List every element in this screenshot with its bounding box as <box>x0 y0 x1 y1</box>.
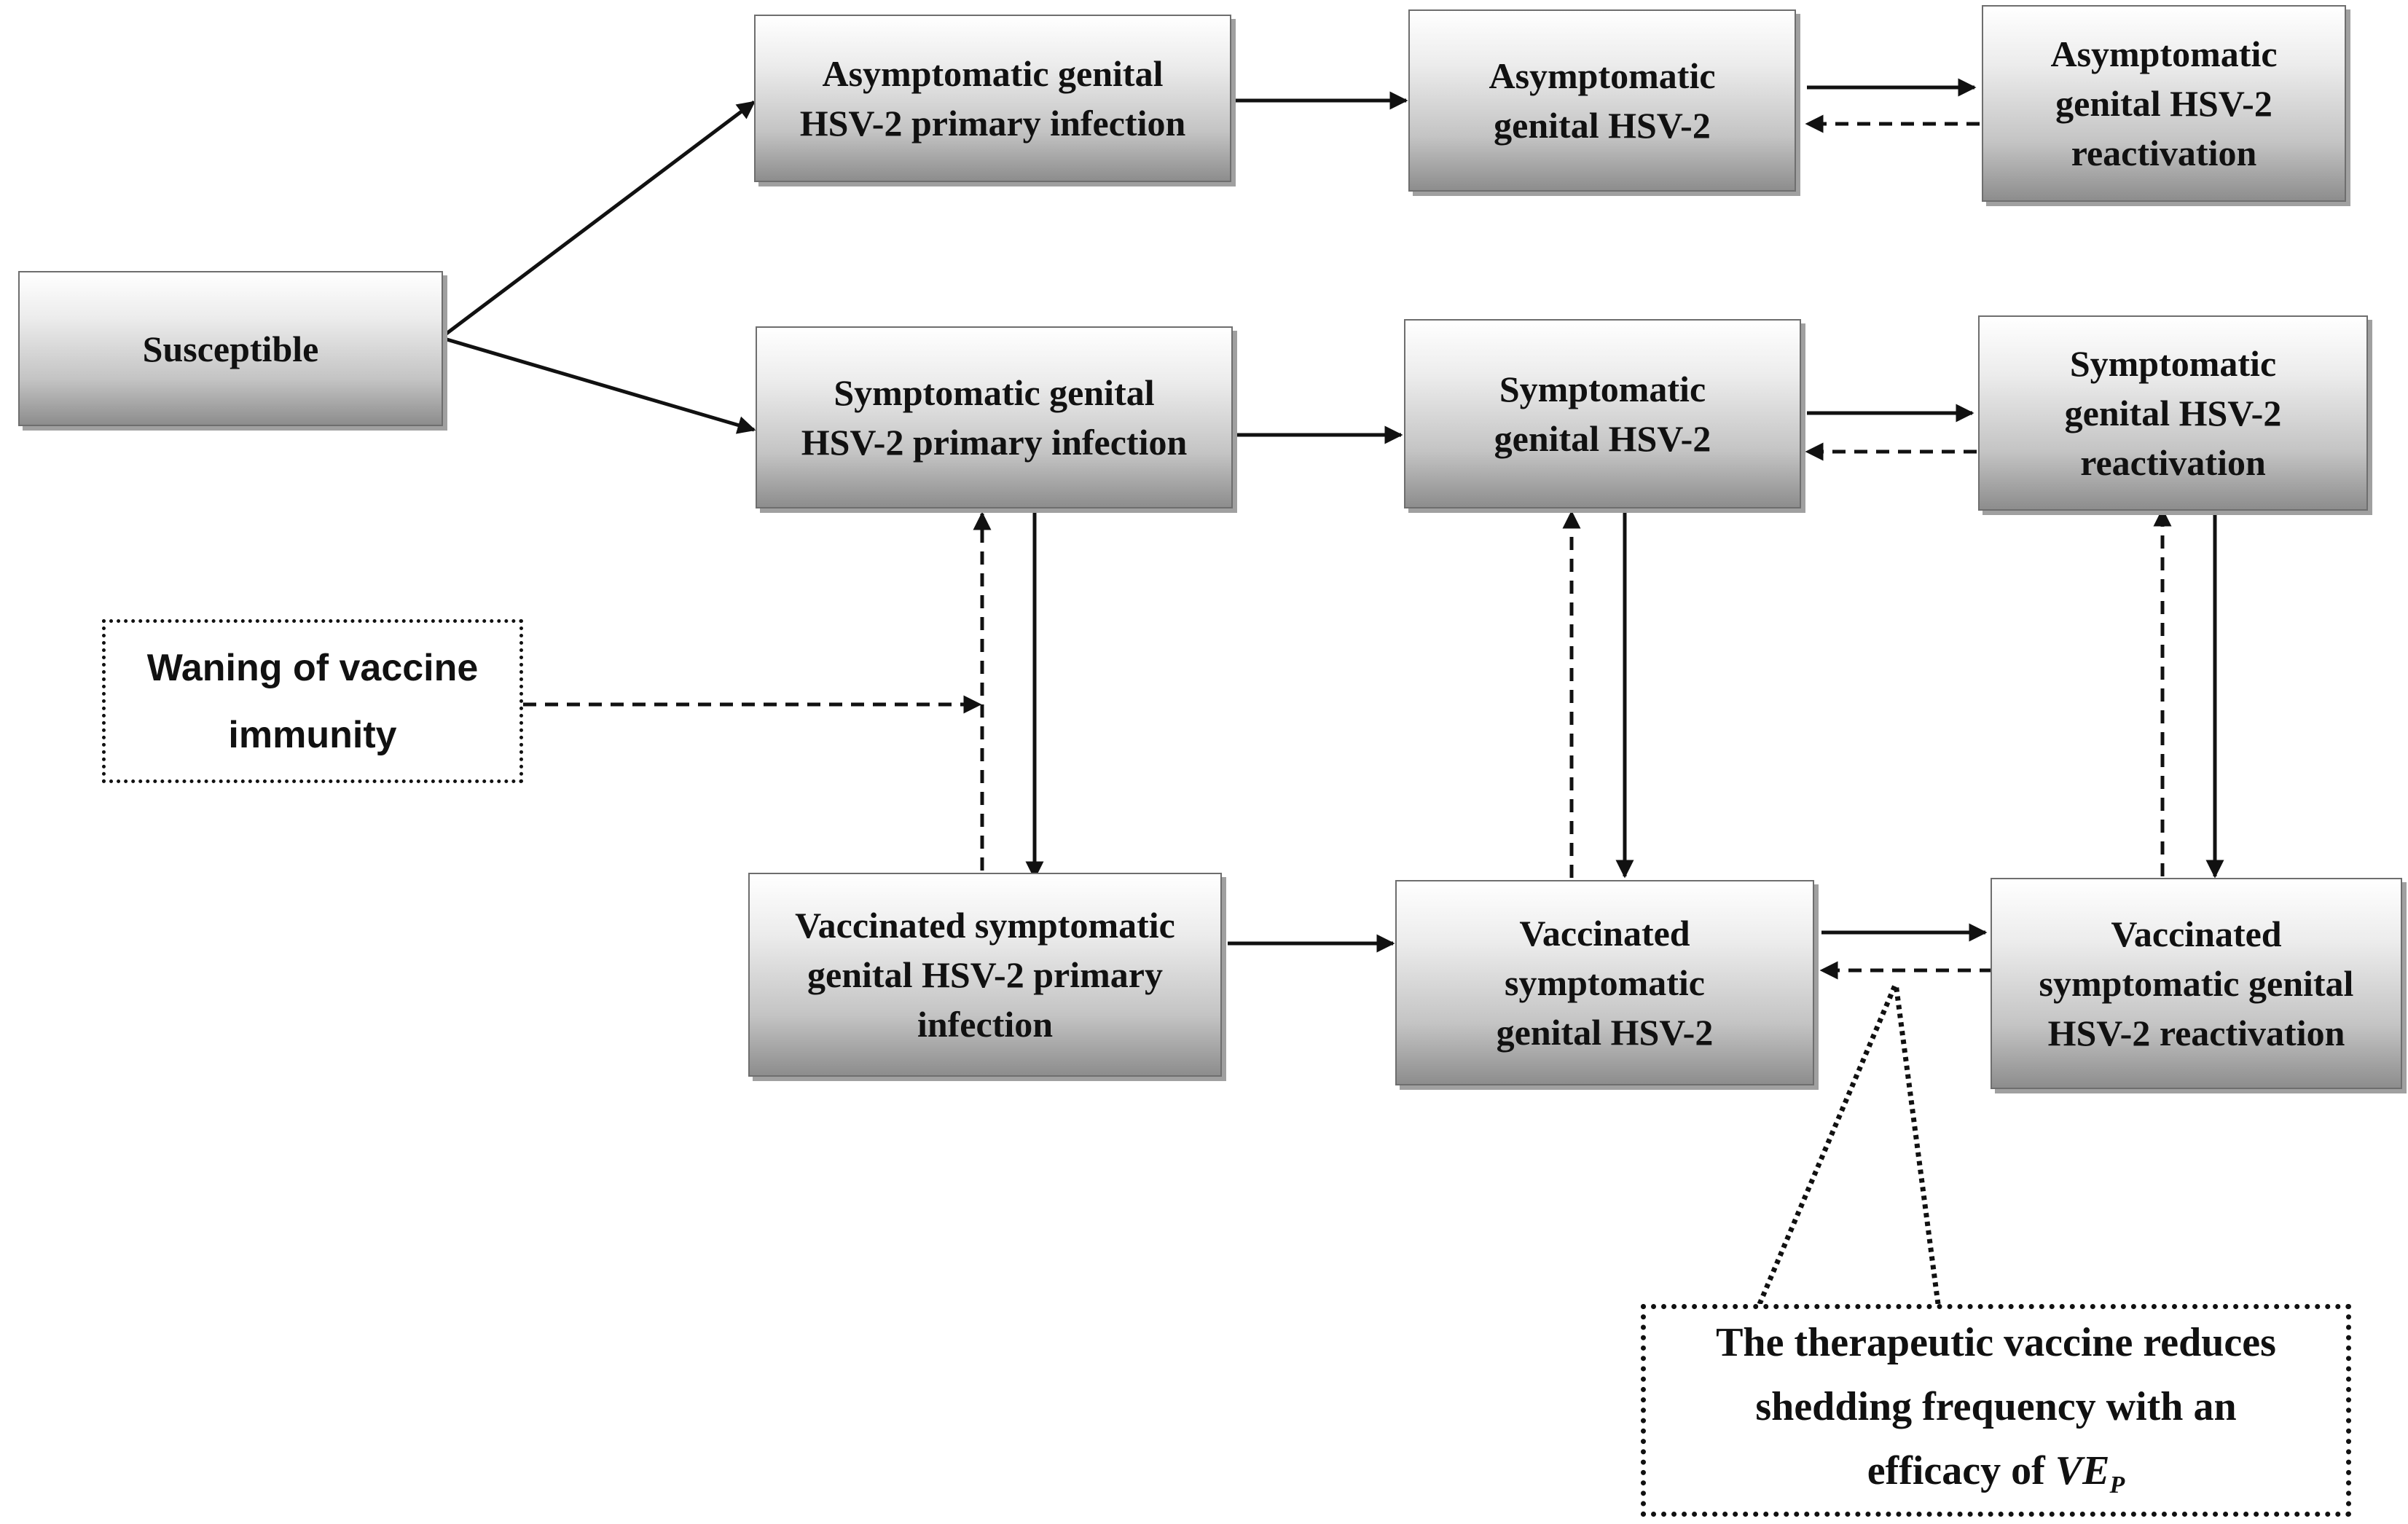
arrow-susceptible-to-sym-primary <box>444 337 756 434</box>
symptomatic-reactivation-box: Symptomatic genital HSV-2 reactivation <box>1978 315 2368 511</box>
arrow-susceptible-to-asym-primary <box>443 101 756 337</box>
vaccinated-symptomatic-hsv2-box: Vaccinated symptomatic genital HSV-2 <box>1395 880 1814 1085</box>
asymptomatic-reactivation-box: Asymptomatic genital HSV-2 reactivation <box>1982 5 2346 202</box>
vaccine-efficacy-symbol: VE <box>2055 1448 2110 1493</box>
symptomatic-genital-hsv2-box: Symptomatic genital HSV-2 <box>1404 319 1801 508</box>
asymptomatic-genital-hsv2-box: Asymptomatic genital HSV-2 <box>1408 9 1796 192</box>
vaccine-efficacy-subscript: P <box>2109 1472 2125 1499</box>
therapeutic-vaccine-note-text: The therapeutic vaccine reduces shedding… <box>1716 1311 2276 1512</box>
vaccine-note-callout <box>1757 982 1941 1305</box>
vaccinated-reactivation-box: Vaccinated symptomatic genital HSV-2 rea… <box>1991 878 2402 1089</box>
susceptible-box: Susceptible <box>18 271 443 426</box>
vaccinated-primary-infection-box: Vaccinated symptomatic genital HSV-2 pri… <box>748 873 1222 1077</box>
waning-immunity-note: Waning of vaccine immunity <box>102 619 523 783</box>
symptomatic-primary-infection-box: Symptomatic genital HSV-2 primary infect… <box>756 326 1233 508</box>
asymptomatic-primary-infection-box: Asymptomatic genital HSV-2 primary infec… <box>754 15 1231 182</box>
therapeutic-vaccine-note: The therapeutic vaccine reduces shedding… <box>1641 1304 2351 1517</box>
vaccine-note-body: The therapeutic vaccine reduces shedding… <box>1716 1319 2276 1493</box>
